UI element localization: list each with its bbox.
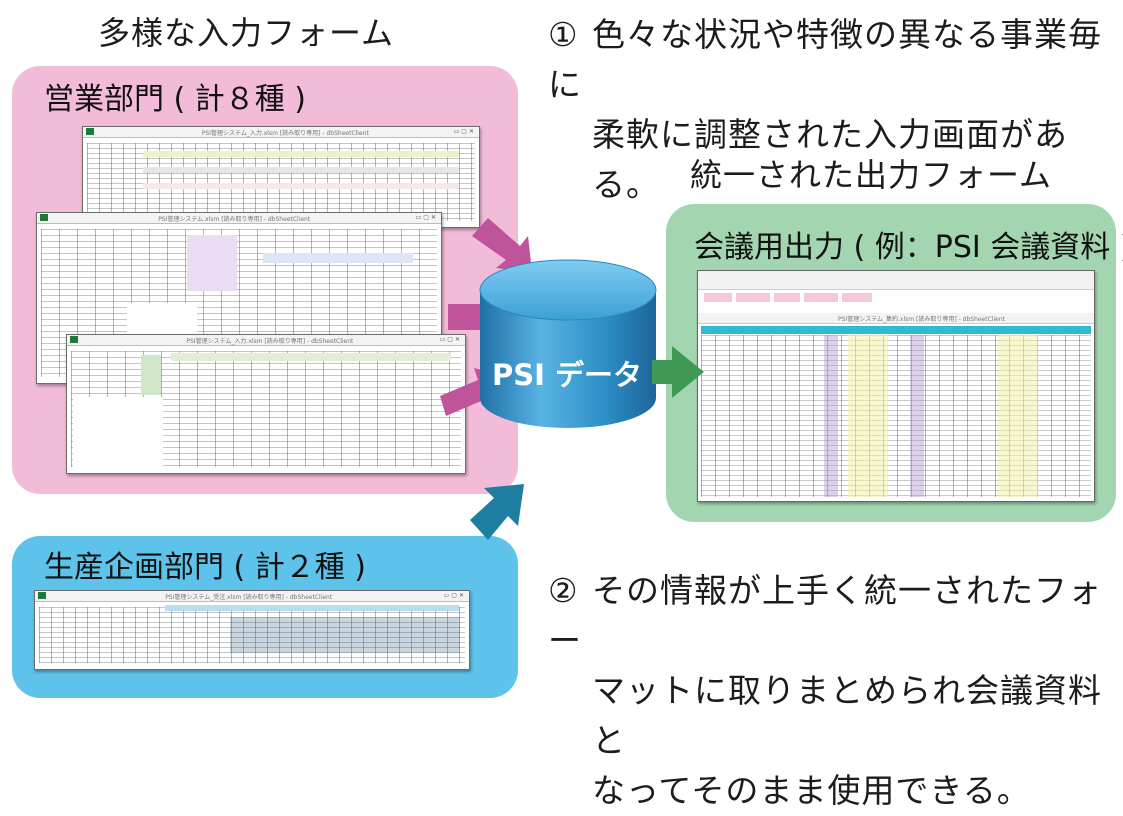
window-title: PSI管理システム_入力.xlsm [読み取り専用] - dbSheetClie… — [201, 130, 369, 137]
meeting-output-window: PSI管理システム_集約.xlsm [読み取り専用] - dbSheetClie… — [697, 270, 1095, 502]
meeting-output-panel-title: 会議用出力 ( 例：PSI 会議資料 ) — [694, 230, 1123, 265]
production-panel-title: 生産企画部門 ( 計２種 ) — [44, 550, 367, 585]
sales-panel-title: 営業部門 ( 計８種 ) — [44, 82, 307, 117]
output-menu-bar — [698, 271, 1094, 290]
excel-icon — [40, 214, 48, 221]
window-title: PSI管理システム.xlsm [読み取り専用] - dbSheetClient — [158, 216, 311, 223]
note-1-number: ① — [548, 15, 579, 54]
arrow-sales-1 — [472, 218, 532, 272]
input-forms-heading: 多様な入力フォーム — [98, 14, 395, 52]
window-controls-icon: ▭▢✕ — [453, 128, 476, 135]
window-controls-icon: ▭▢✕ — [415, 214, 438, 221]
window-controls-icon: ▭▢✕ — [439, 336, 462, 343]
arrow-production — [470, 484, 524, 540]
note-2-line-3: なってそのまま使用できる。 — [592, 771, 1031, 810]
note-2-number: ② — [548, 571, 579, 610]
excel-icon — [86, 128, 94, 135]
psi-data-label: PSI データ — [491, 358, 643, 392]
sales-form-window-3: PSI管理システム_入力.xlsm [読み取り専用] - dbSheetClie… — [66, 334, 466, 474]
window-title: PSI管理システム_入力.xlsm [読み取り専用] - dbSheetClie… — [186, 338, 354, 345]
output-form-heading: 統一された出力フォーム — [690, 156, 1053, 194]
note-2-line-1: その情報が上手く統一されたフォー — [548, 571, 1102, 660]
psi-data-cylinder — [479, 259, 657, 428]
note-1-line-2: 柔軟に調整された入力画面がある。 — [592, 115, 1068, 204]
note-1-line-1: 色々な状況や特徴の異なる事業毎に — [548, 15, 1102, 104]
excel-icon — [70, 336, 78, 343]
output-window-title: PSI管理システム_集約.xlsm [読み取り専用] - dbSheetClie… — [838, 316, 1006, 323]
excel-icon — [38, 592, 46, 599]
arrow-to-output — [652, 346, 704, 398]
flow-diagram-svg — [440, 218, 704, 540]
window-controls-icon: ▭▢✕ — [443, 592, 466, 599]
sales-form-window-1: PSI管理システム_入力.xlsm [読み取り専用] - dbSheetClie… — [82, 126, 480, 228]
window-title: PSI管理システム_受注.xlsm [読み取り専用] - dbSheetClie… — [165, 594, 333, 601]
production-form-window: PSI管理システム_受注.xlsm [読み取り専用] - dbSheetClie… — [34, 590, 470, 670]
